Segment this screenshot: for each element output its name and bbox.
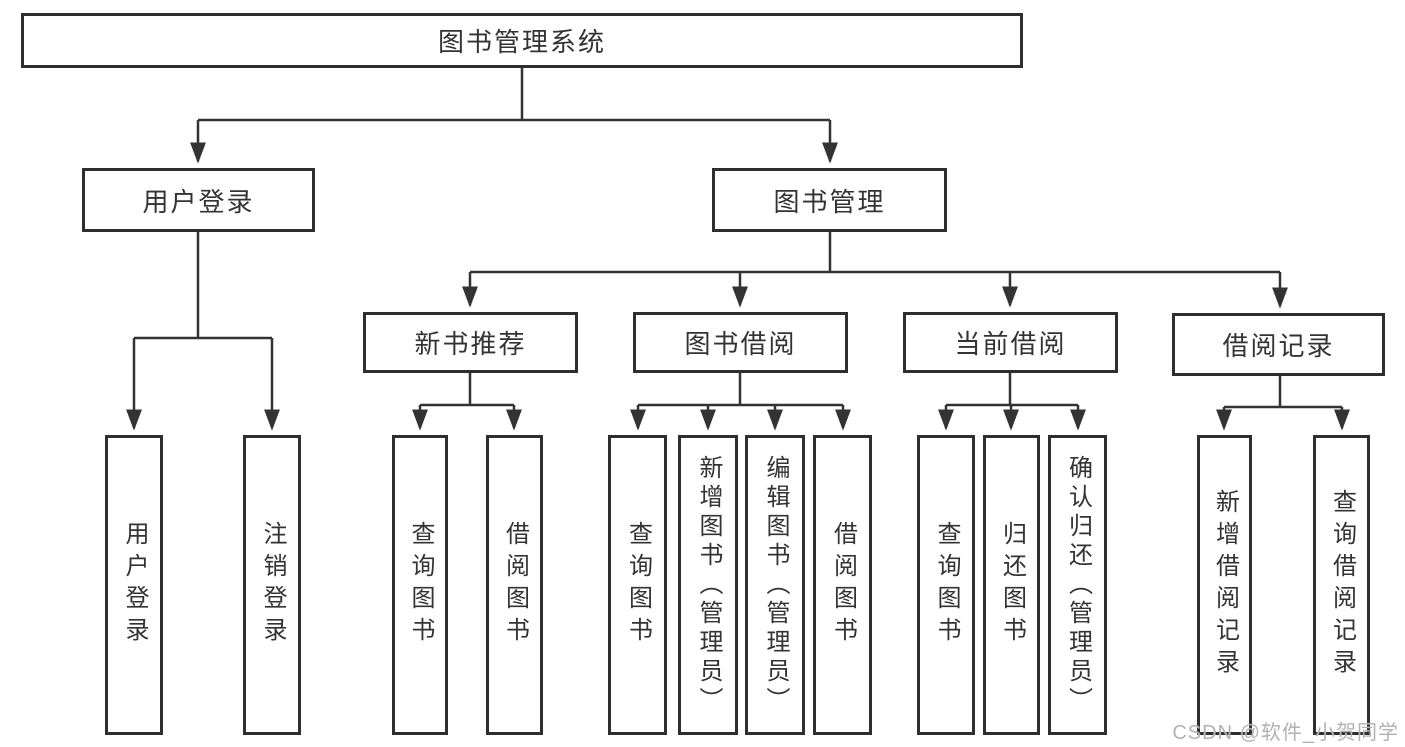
- leaf-query-books-current: 查询图书: [917, 435, 975, 735]
- leaf-edit-books-admin: 编辑图书（管理员）: [745, 435, 805, 735]
- leaf-query-borrow-record: 查询借阅记录: [1313, 435, 1370, 735]
- leaf-borrow-books-borrowing: 借阅图书: [813, 435, 872, 735]
- leaf-add-borrow-record: 新增借阅记录: [1197, 435, 1252, 735]
- node-new-book-recommend: 新书推荐: [363, 312, 578, 373]
- node-borrowing-records: 借阅记录: [1172, 313, 1385, 376]
- node-book-management: 图书管理: [712, 168, 947, 232]
- leaf-query-books-recommend: 查询图书: [392, 435, 448, 735]
- leaf-borrow-books-recommend: 借阅图书: [486, 435, 543, 735]
- node-library-management-system: 图书管理系统: [21, 13, 1023, 68]
- leaf-add-books-admin: 新增图书（管理员）: [678, 435, 738, 735]
- csdn-watermark: CSDN @软件_小贺同学: [1172, 722, 1399, 744]
- leaf-query-books-borrowing: 查询图书: [608, 435, 667, 735]
- node-current-borrowing: 当前借阅: [903, 312, 1118, 373]
- leaf-user-login: 用户登录: [105, 435, 163, 735]
- leaf-logout: 注销登录: [243, 435, 301, 735]
- leaf-return-books: 归还图书: [983, 435, 1040, 735]
- node-user-login: 用户登录: [82, 168, 315, 232]
- leaf-confirm-return-admin: 确认归还（管理员）: [1048, 435, 1107, 735]
- node-book-borrowing: 图书借阅: [633, 312, 848, 373]
